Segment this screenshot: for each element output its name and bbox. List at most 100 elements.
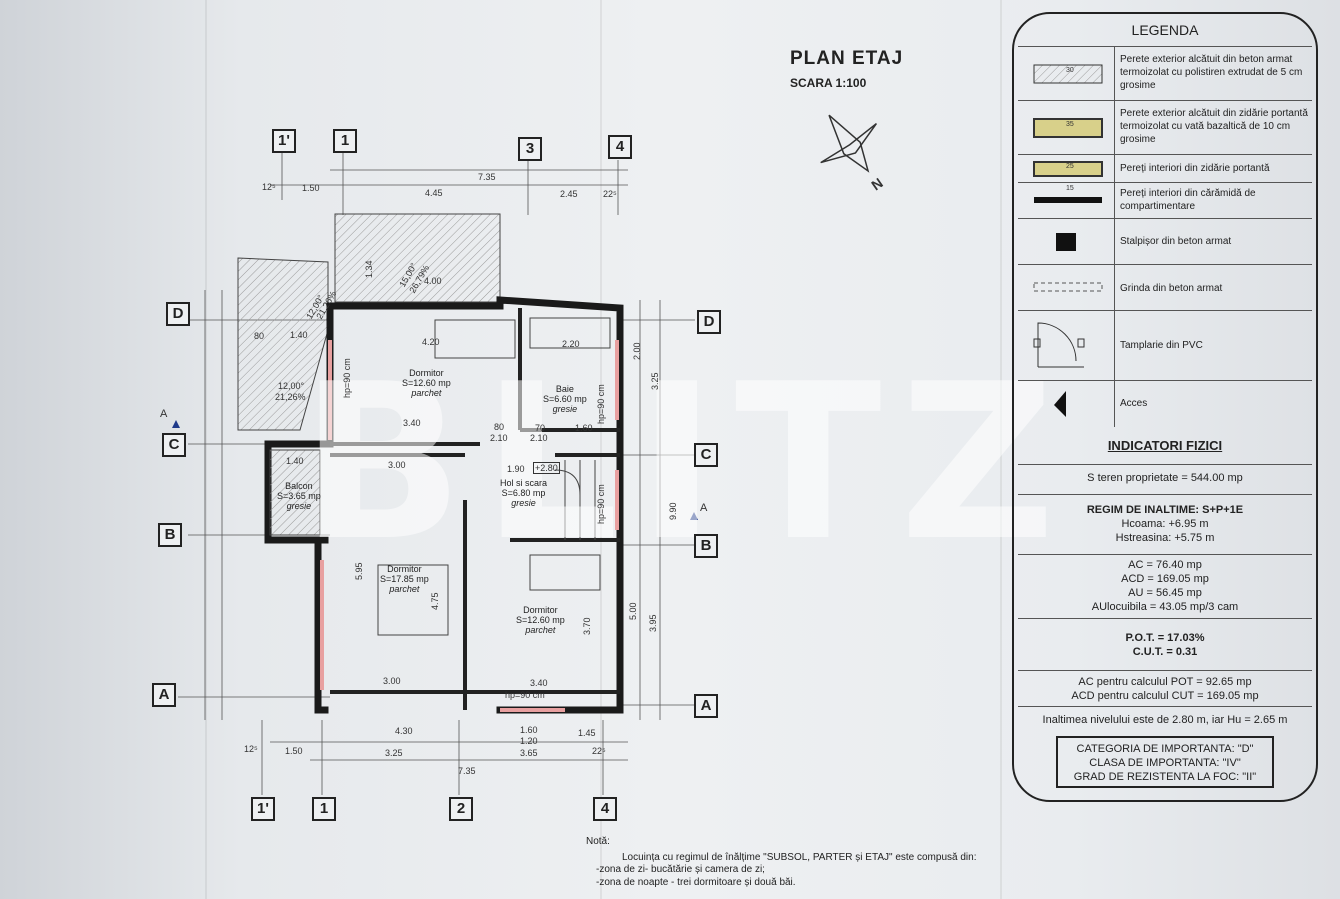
dimension: 3.25 [650, 372, 660, 390]
dimension: 1.34 [364, 260, 374, 278]
dimension: 3.70 [582, 617, 592, 635]
legend-panel: LEGENDA 30 Perete exterior alcătuit din … [1012, 12, 1318, 802]
dimension: 1.90 [507, 464, 525, 474]
access-icon [1054, 391, 1066, 417]
dimension: 3.65 [520, 748, 538, 758]
dimension: 4.20 [422, 337, 440, 347]
dimension: 1.50 [302, 183, 320, 193]
window-label: hp=90 cm [505, 690, 545, 700]
dimension: 3.40 [530, 678, 548, 688]
sheet-fold [1000, 0, 1002, 899]
dimension: 4.00 [424, 276, 442, 286]
roof-slope: 21,26% [275, 392, 306, 402]
dimension: 1.20 [520, 736, 538, 746]
dimension: 4.30 [395, 726, 413, 736]
axis-label: 4 [593, 797, 617, 821]
north-arrow-icon [820, 114, 878, 173]
dimension: 7.35 [458, 766, 476, 776]
axis-label: 4 [608, 135, 632, 159]
dimension: 22⁵ [592, 746, 606, 756]
axis-label: 3 [518, 137, 542, 161]
dimension: 70 [535, 423, 546, 433]
dimension: 3.25 [385, 748, 403, 758]
dimension: 1.60 [575, 423, 593, 433]
axis-label: D [697, 310, 721, 334]
window-label: hp=90 cm [596, 384, 606, 424]
dimension: 1.50 [285, 746, 303, 756]
legend-item: 15 Pereți interiori din cărămidă de comp… [1018, 182, 1312, 219]
dimension: 12⁵ [262, 182, 276, 192]
axis-label: B [694, 534, 718, 558]
dimension: 9.90 [668, 502, 678, 520]
dimension: 7.35 [478, 172, 496, 182]
dimension: 2.45 [560, 189, 578, 199]
dimension: 12⁵ [244, 744, 258, 754]
axis-label: C [162, 433, 186, 457]
dimension: 4.75 [430, 592, 440, 610]
indicator-teren: S teren proprietate = 544.00 mp [1018, 464, 1312, 494]
legend-item: 35 Perete exterior alcătuit din zidărie … [1018, 100, 1312, 155]
roof-slope: 12,00° [278, 381, 305, 391]
dimension: 5.00 [628, 602, 638, 620]
window-label: hp=90 cm [342, 358, 352, 398]
sheet-fold [600, 0, 602, 899]
axis-label: B [158, 523, 182, 547]
axis-label: 1 [333, 129, 357, 153]
legend-item: Acces [1018, 380, 1312, 427]
importance-box: CATEGORIA DE IMPORTANTA: "D" CLASA DE IM… [1056, 736, 1274, 788]
plan-scale: SCARA 1:100 [790, 76, 867, 90]
indicator-height: Inaltimea nivelului este de 2.80 m, iar … [1018, 706, 1312, 734]
indicator-areas: AC = 76.40 mp ACD = 169.05 mp AU = 56.45… [1018, 554, 1312, 618]
legend-item: Grinda din beton armat [1018, 264, 1312, 311]
legend-code: 30 [1066, 67, 1074, 74]
legend-item: 25 Pereți interiori din zidărie portantă [1018, 154, 1312, 183]
axis-label: 2 [449, 797, 473, 821]
dimension: 4.45 [425, 188, 443, 198]
axis-label: A [152, 683, 176, 707]
legend-item: Tamplarie din PVC [1018, 310, 1312, 381]
dimension: 1.45 [578, 728, 596, 738]
dimension: 2.20 [562, 339, 580, 349]
indicator-regim: REGIM DE INALTIME: S+P+1E Hcoama: +6.95 … [1018, 494, 1312, 554]
legend-title: LEGENDA [1131, 22, 1199, 38]
axis-label: C [694, 443, 718, 467]
axis-label: 1' [251, 797, 275, 821]
nota-text: Locuința cu regimul de înălțime "SUBSOL,… [622, 852, 977, 863]
axis-label: 1 [312, 797, 336, 821]
axis-label: D [166, 302, 190, 326]
nota-text: -zona de noapte - trei dormitoare și dou… [596, 877, 796, 888]
dimension: 1.40 [290, 330, 308, 340]
window-label: hp=90 cm [596, 484, 606, 524]
watermark: BLITZ [300, 337, 1074, 588]
indicators-title: INDICATORI FIZICI [1107, 438, 1223, 453]
dimension: 3.00 [383, 676, 401, 686]
dimension: 3.00 [388, 460, 406, 470]
dimension: 80 [254, 331, 265, 341]
section-marker: A [700, 502, 708, 514]
level-mark: +2.80 [533, 462, 560, 474]
sheet-fold [205, 0, 207, 899]
dimension: 2.10 [490, 433, 508, 443]
dimension: 2.10 [530, 433, 548, 443]
legend-code: 25 [1066, 163, 1074, 170]
indicator-calc: AC pentru calculul POT = 92.65 mp ACD pe… [1018, 670, 1312, 706]
dimension: 1.60 [520, 725, 538, 735]
nota-text: -zona de zi- bucătărie și camera de zi; [596, 864, 765, 875]
axis-label: 1' [272, 129, 296, 153]
dimension: 3.40 [403, 418, 421, 428]
indicator-pot-cut: P.O.T. = 17.03% C.U.T. = 0.31 [1018, 618, 1312, 670]
dimension: 80 [494, 422, 505, 432]
nota-label: Notă: [586, 836, 610, 847]
dimension: 22⁵ [603, 189, 617, 199]
dimension: 5.95 [354, 562, 364, 580]
legend-code: 35 [1066, 121, 1074, 128]
legend-code: 15 [1066, 185, 1074, 192]
